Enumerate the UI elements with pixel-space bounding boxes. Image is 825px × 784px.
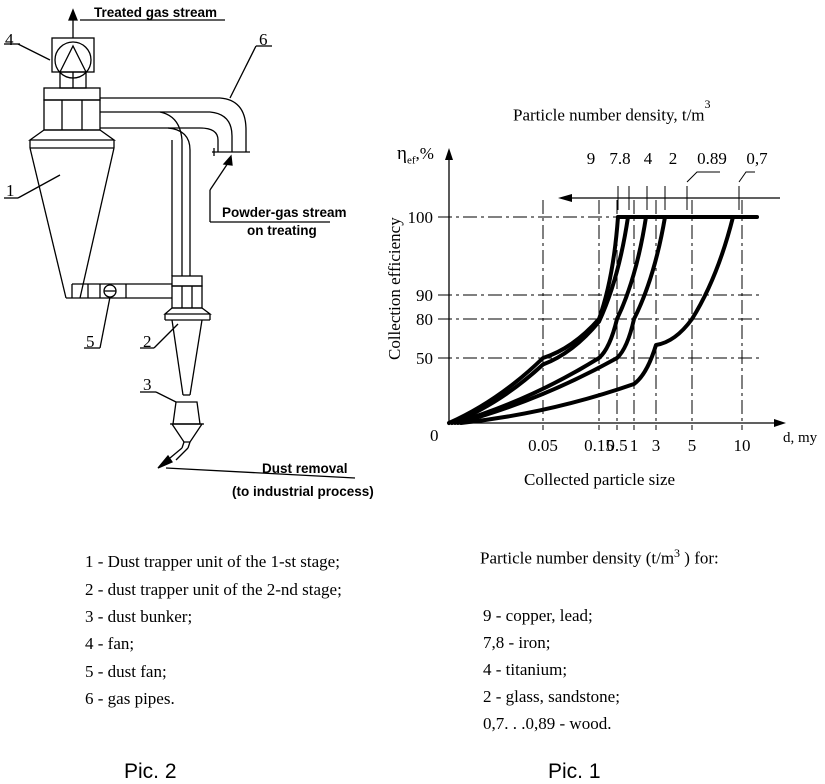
eta-label: ηef,% <box>397 143 434 167</box>
density-tick-label: 4 <box>644 149 653 168</box>
label-number-3: 3 <box>143 375 152 394</box>
y-axis-arrowhead <box>445 148 453 160</box>
grid <box>438 171 760 430</box>
pic1-caption: Pic. 1 <box>548 760 601 783</box>
powder-gas-label-1: Powder-gas stream <box>222 205 347 220</box>
x-tick-label: 0.15 <box>584 436 614 455</box>
density-title: Particle number density, t/m3 <box>513 97 711 125</box>
cyclone1-top <box>43 87 101 101</box>
x-tick-label: 5 <box>688 436 697 455</box>
fan-housing <box>51 37 95 73</box>
pic1-legend-item-1: 9 - copper, lead; <box>483 606 593 625</box>
label-number-4: 4 <box>5 30 14 49</box>
series <box>447 215 759 425</box>
cyclone1-cone-left <box>29 147 67 299</box>
label-number-6: 6 <box>259 30 268 49</box>
series-line-2 <box>456 215 667 425</box>
pic2-legend-item-5: 5 - dust fan; <box>85 662 167 681</box>
series-line-0.89 <box>459 215 735 425</box>
series-line-4 <box>453 215 648 425</box>
origin-label: 0 <box>430 426 439 445</box>
cyclone1-cone-right <box>79 147 115 299</box>
x-axis-arrowhead <box>774 419 786 427</box>
pic2-legend-item-4: 4 - fan; <box>85 634 135 653</box>
density-leader <box>738 171 755 183</box>
density-tick-label: 0,7 <box>746 149 768 168</box>
x-axis-label: Collected particle size <box>524 470 676 489</box>
y-tick-label: 80 <box>416 310 433 329</box>
x-tick-label: 3 <box>652 436 661 455</box>
x-tick-label: 10 <box>734 436 751 455</box>
label-number-5: 5 <box>86 332 95 351</box>
y-tick-label: 100 <box>408 208 434 227</box>
pic1-legend-item-3: 4 - titanium; <box>483 660 568 679</box>
treated-gas-label: Treated gas stream <box>94 5 218 20</box>
dust-removal-label-2: (to industrial process) <box>232 484 374 499</box>
pic1-legend-item-4: 2 - glass, sandstone; <box>483 687 620 706</box>
x-tick-label: 0.05 <box>528 436 558 455</box>
density-leader <box>686 171 720 183</box>
dust-removal-label-1: Dust removal <box>262 461 348 476</box>
powder-gas-label-2: on treating <box>247 223 317 238</box>
pic2-legend-item-1: 1 - Dust trapper unit of the 1-st stage; <box>85 552 340 571</box>
series-line-7.8 <box>450 215 630 425</box>
y-axis-label: Collection efficiency <box>385 217 404 360</box>
pic2-caption: Pic. 2 <box>124 760 177 783</box>
pic2-legend-item-2: 2 - dust trapper unit of the 2-nd stage; <box>85 580 342 599</box>
label-number-1: 1 <box>6 181 15 200</box>
cyclone2-top <box>171 275 203 287</box>
pic1-legend-item-5: 0,7. . .0,89 - wood. <box>483 714 612 733</box>
dust-bunker <box>172 401 201 425</box>
x-tick-label: 1 <box>630 436 639 455</box>
x-tick-label: 0.5 <box>606 436 627 455</box>
label-number-2: 2 <box>143 332 152 351</box>
y-tick-label: 90 <box>416 286 433 305</box>
density-tick-label: 0.89 <box>697 149 727 168</box>
pic1-legend-item-2: 7,8 - iron; <box>483 633 551 652</box>
density-tick-label: 2 <box>669 149 678 168</box>
series-line-9 <box>447 215 620 425</box>
y-tick-label: 50 <box>416 349 433 368</box>
density-tick-label: 9 <box>587 149 596 168</box>
x-unit-label: d, my <box>783 430 818 446</box>
pic1-legend-title: Particle number density (t/m3 ) for: <box>480 546 719 568</box>
pic2-legend-item-6: 6 - gas pipes. <box>85 689 175 708</box>
density-tick-label: 7.8 <box>609 149 630 168</box>
pic2-legend-item-3: 3 - dust bunker; <box>85 607 193 626</box>
